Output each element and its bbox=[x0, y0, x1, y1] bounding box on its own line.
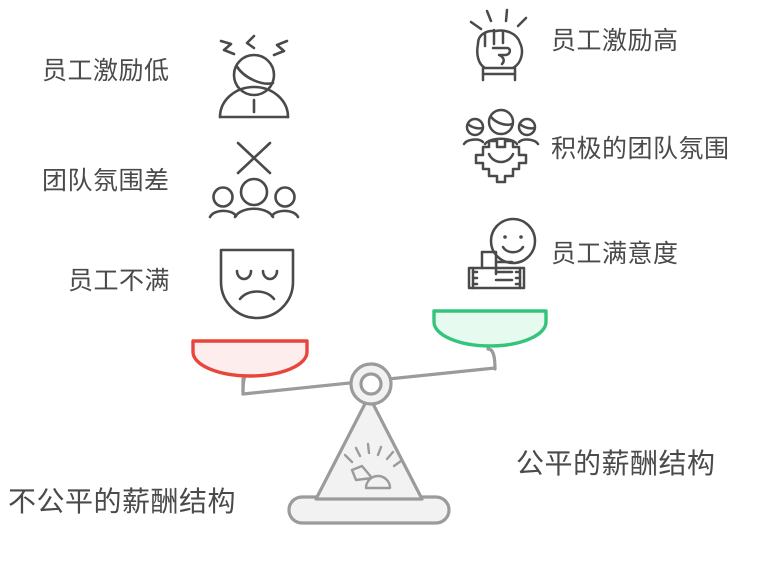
happy-face-money-icon bbox=[466, 216, 544, 294]
stressed-person-icon bbox=[208, 22, 300, 119]
right-side-label: 公平的薪酬结构 bbox=[516, 448, 716, 479]
left-side-label: 不公平的薪酬结构 bbox=[8, 486, 237, 517]
left-item-label-2: 员工不满 bbox=[68, 267, 171, 295]
group-with-cross-icon bbox=[208, 140, 300, 220]
right-item-label-2: 员工满意度 bbox=[551, 240, 679, 268]
right-item-label-0: 员工激励高 bbox=[551, 27, 679, 55]
left-item-label-1: 团队氛围差 bbox=[42, 167, 170, 195]
sad-face-mask-icon bbox=[218, 248, 296, 320]
team-gear-icon bbox=[461, 105, 541, 185]
right-item-label-1: 积极的团队氛围 bbox=[551, 135, 730, 163]
left-item-label-0: 员工激励低 bbox=[42, 57, 170, 85]
raised-fist-icon bbox=[465, 8, 537, 86]
